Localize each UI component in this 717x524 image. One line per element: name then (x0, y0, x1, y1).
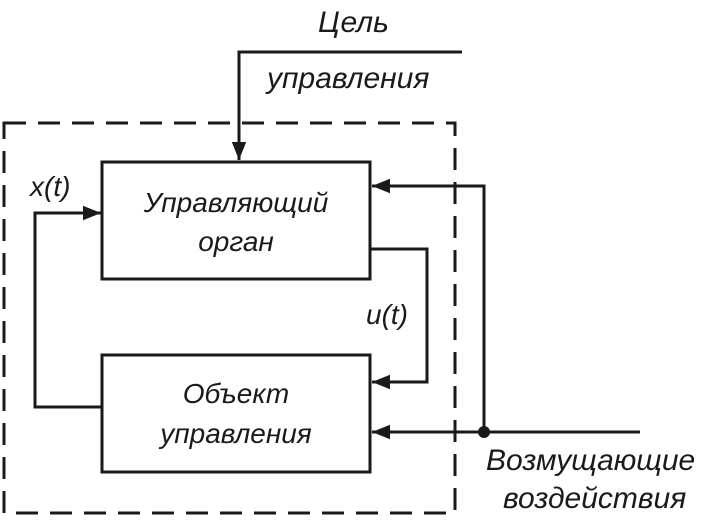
feedback-line (33, 205, 102, 409)
disturbance-label-line2: воздействия (503, 482, 686, 515)
disturbance-branch-line (372, 178, 486, 432)
controller-label-line1: Управляющий (143, 187, 329, 218)
disturbance-label-line1: Возмущающие (486, 444, 695, 477)
plant-label-line1: Объект (183, 378, 289, 409)
goal-label-line2: управления (265, 62, 429, 95)
control-signal-line (370, 247, 429, 390)
plant-block (100, 353, 372, 474)
controller-block (100, 160, 372, 281)
system-boundary (2, 121, 457, 515)
goal-input-line (231, 50, 462, 160)
branch-junction-dot (478, 426, 490, 438)
control-signal-label: u(t) (366, 299, 408, 330)
goal-label-line1: Цель (318, 6, 389, 39)
plant-label-line2: управления (158, 418, 312, 449)
controller-label-line2: орган (198, 226, 274, 257)
state-signal-label: x(t) (28, 171, 70, 202)
